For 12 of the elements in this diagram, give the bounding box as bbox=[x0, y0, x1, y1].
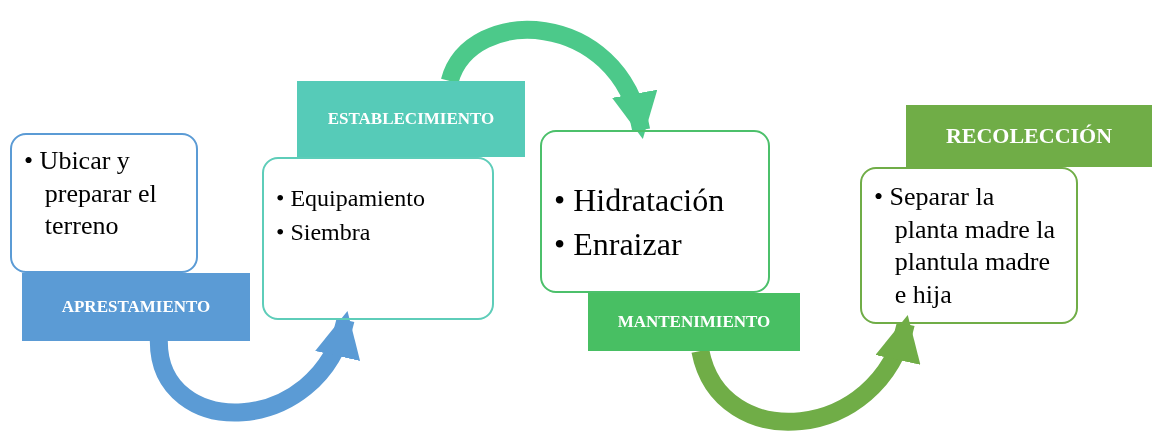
bullet-item: • Separar la planta madre la plantula madre e hija bbox=[874, 181, 1057, 311]
stage-box bbox=[860, 167, 1078, 324]
stage-label: APRESTAMIENTO bbox=[22, 273, 250, 341]
bullet-item: • Hidratación bbox=[554, 181, 726, 220]
bullet-item: • Siembra bbox=[276, 218, 372, 247]
stage-label: ESTABLECIMIENTO bbox=[297, 81, 525, 157]
stage-label: MANTENIMIENTO bbox=[588, 293, 800, 351]
bullet-item: • Ubicar y preparar el terreno bbox=[24, 145, 158, 242]
curved-arrow bbox=[441, 21, 654, 139]
stage-label: RECOLECCIÓN bbox=[906, 105, 1152, 167]
bullet-item: • Enraizar bbox=[554, 225, 683, 264]
bullet-item: • Equipamiento bbox=[276, 184, 427, 213]
